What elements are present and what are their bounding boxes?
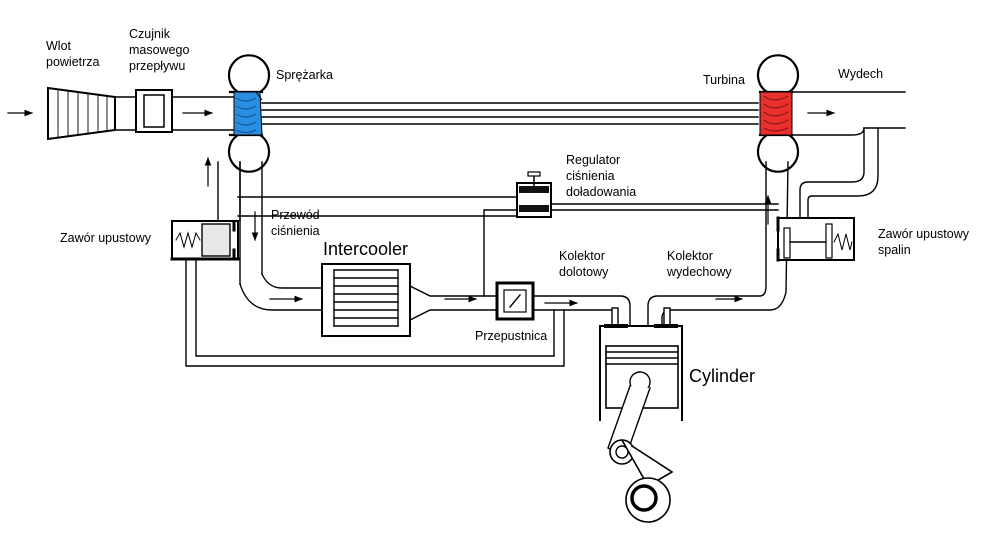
label-turbine: Turbina bbox=[703, 73, 745, 87]
blowoff-valve bbox=[170, 161, 241, 261]
wastegate-valve bbox=[776, 216, 855, 262]
label-boost-regulator: Regulator ciśnienia doładowania bbox=[566, 153, 637, 199]
label-compressor: Sprężarka bbox=[276, 68, 333, 82]
flow-arrows bbox=[7, 109, 835, 307]
exhaust-pipe bbox=[791, 91, 906, 219]
label-exhaust-manifold: Kolektor wydechowy bbox=[667, 249, 732, 279]
label-throttle: Przepustnica bbox=[475, 329, 548, 343]
compressor-wheel-icon bbox=[233, 91, 263, 136]
label-exhaust: Wydech bbox=[838, 67, 884, 81]
intercooler-icon bbox=[321, 263, 411, 337]
maf-sensor-icon bbox=[135, 89, 173, 133]
boost-regulator bbox=[516, 171, 552, 218]
regulator-lines bbox=[483, 203, 779, 297]
label-wastegate: Zawór upustowy spalin bbox=[878, 227, 970, 257]
bov-recirculation-line bbox=[237, 196, 518, 217]
air-filter-icon bbox=[47, 86, 116, 141]
label-maf-sensor: Czujnik masowego przepływu bbox=[129, 27, 190, 73]
label-cylinder: Cylinder bbox=[689, 366, 756, 386]
intake-pipe bbox=[114, 96, 235, 131]
throttle-icon bbox=[495, 281, 535, 321]
label-blowoff-valve: Zawór upustowy bbox=[60, 231, 152, 245]
label-boost-line: Przewód ciśnienia bbox=[271, 208, 320, 238]
turbo-shaft bbox=[261, 102, 759, 125]
label-intake-manifold: Kolektor dolotowy bbox=[559, 249, 609, 279]
air-filter-pleats bbox=[57, 89, 108, 138]
exhaust-manifold-pipe bbox=[647, 161, 789, 327]
label-intercooler: Intercooler bbox=[323, 239, 409, 259]
label-air-intake: Wlot powietrza bbox=[46, 39, 100, 69]
cylinder-icon bbox=[599, 307, 683, 523]
bov-vacuum-line bbox=[185, 258, 565, 367]
turbine-wheel-icon bbox=[759, 91, 793, 136]
